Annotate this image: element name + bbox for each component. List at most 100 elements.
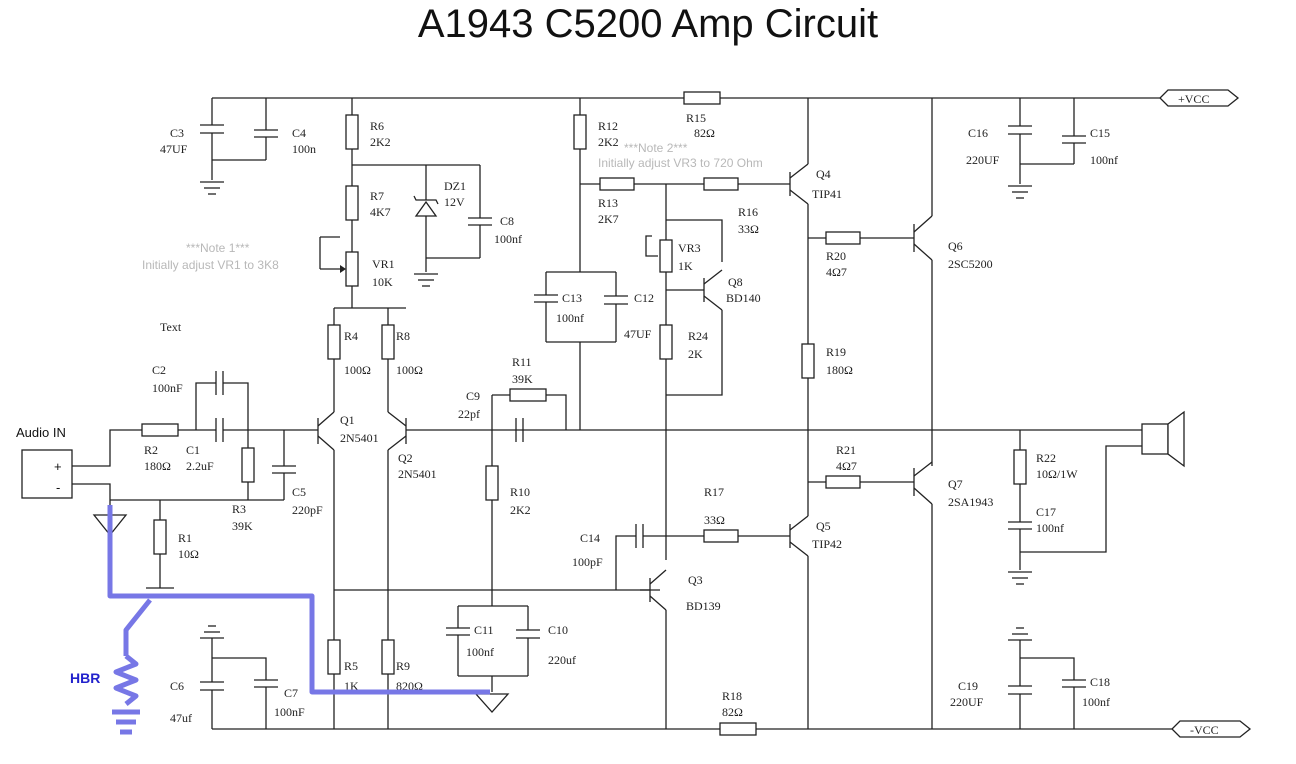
- hbr-label: HBR: [70, 670, 100, 686]
- r19-val: 180Ω: [826, 363, 853, 377]
- c4-ref: C4: [292, 126, 306, 140]
- c5-val: 220pF: [292, 503, 323, 517]
- q3-val: BD139: [686, 599, 721, 613]
- r8-resistor: [381, 324, 395, 360]
- c19-ref: C19: [958, 679, 978, 693]
- c18-val: 100nf: [1082, 695, 1110, 709]
- c12-ref: C12: [634, 291, 654, 305]
- q5-driver: Q5 TIP42: [789, 378, 842, 729]
- hbr-ground-overlay: HBR: [70, 505, 490, 735]
- r16-ref: R16: [738, 205, 758, 219]
- q1-ref: Q1: [340, 413, 355, 427]
- r20-ref: R20: [826, 249, 846, 263]
- c9-val: 22pf: [458, 407, 480, 421]
- c12-val: 47UF: [624, 327, 652, 341]
- c18-ref: C18: [1090, 675, 1110, 689]
- q3-stage: C14 100pF R17 33Ω Q3 BD139: [572, 485, 790, 729]
- note2-title: ***Note 2***: [624, 141, 688, 155]
- q5-val: TIP42: [812, 537, 842, 551]
- r20-resistor: [825, 231, 861, 245]
- diagram-title: A1943 C5200 Amp Circuit: [417, 2, 879, 46]
- q4-ref: Q4: [816, 167, 831, 181]
- r1-resistor: [153, 519, 167, 555]
- vr3-ref: VR3: [678, 241, 701, 255]
- input-minus: -: [56, 480, 60, 495]
- ground-icon: [1008, 185, 1032, 199]
- r13-ref: R13: [598, 196, 618, 210]
- r2-resistor: [141, 423, 179, 437]
- c3-c4-decoupling: C3 47UF C4 100n: [160, 98, 316, 195]
- c6-c7-decoupling: C6 47uf C7 100nF: [170, 625, 305, 729]
- r21-resistor: [825, 475, 861, 489]
- c6-val: 47uf: [170, 711, 192, 725]
- input-filter: C2 100nF R2 180Ω C1 2.2uF R3 39K C5 220p…: [141, 363, 323, 589]
- c11-ref: C11: [474, 623, 494, 637]
- r17-resistor: [703, 529, 739, 543]
- r17-val: 33Ω: [704, 513, 725, 527]
- r7-resistor: [345, 185, 359, 221]
- r5-resistor: [327, 639, 341, 675]
- c15-val: 100nf: [1090, 153, 1118, 167]
- c7-val: 100nF: [274, 705, 305, 719]
- q2-ref: Q2: [398, 451, 413, 465]
- r24-ref: R24: [688, 329, 708, 343]
- c6-ref: C6: [170, 679, 184, 693]
- q6-output: Q6 2SC5200: [913, 98, 993, 466]
- r8-ref: R8: [396, 329, 410, 343]
- r24-resistor: [659, 324, 673, 360]
- r18-val: 82Ω: [722, 705, 743, 719]
- q7-output: Q7 2SA1943: [913, 461, 993, 729]
- r10-val: 2K2: [510, 503, 531, 517]
- r12-ref: R12: [598, 119, 618, 133]
- r15-resistor: [683, 91, 721, 105]
- note1-body: Initially adjust VR1 to 3K8: [142, 258, 279, 272]
- bias-chain: R6 2K2 R7 4K7 VR1 10K: [319, 98, 426, 309]
- q3-ref: Q3: [688, 573, 703, 587]
- c7-ref: C7: [284, 686, 298, 700]
- c17-ref: C17: [1036, 505, 1056, 519]
- r18-ref: R18: [722, 689, 742, 703]
- r6-ref: R6: [370, 119, 384, 133]
- r3-val: 39K: [232, 519, 253, 533]
- r12-resistor: [573, 114, 587, 150]
- r6-val: 2K2: [370, 135, 391, 149]
- r11-ref: R11: [512, 355, 532, 369]
- negative-rail-label: -VCC: [1190, 723, 1219, 737]
- negative-rail: -VCC: [212, 720, 1252, 738]
- r5-ref: R5: [344, 659, 358, 673]
- ground-icon: [200, 625, 224, 639]
- q2-val: 2N5401: [398, 467, 437, 481]
- zener-diode-icon: [414, 200, 438, 217]
- r15-ref: R15: [686, 111, 706, 125]
- r1-val: 10Ω: [178, 547, 199, 561]
- r22-resistor: [1013, 449, 1027, 485]
- c13-val: 100nf: [556, 311, 584, 325]
- r11-resistor: [509, 388, 547, 402]
- q2-transistor: Q2 2N5401: [387, 411, 580, 729]
- r20-val: 4Ω7: [826, 265, 847, 279]
- ground-icon: [1008, 627, 1032, 641]
- input-plus: +: [54, 459, 62, 474]
- feedback-network: C9 22pf R11 39K R10 2K2 C11 100nf C10 22…: [446, 355, 576, 713]
- speaker-icon: [1141, 410, 1185, 468]
- c5-ref: C5: [292, 485, 306, 499]
- r3-ref: R3: [232, 502, 246, 516]
- dz1-ref: DZ1: [444, 179, 466, 193]
- q6-val: 2SC5200: [948, 257, 993, 271]
- ground-icon: [1008, 571, 1032, 585]
- c15-ref: C15: [1090, 126, 1110, 140]
- c11-val: 100nf: [466, 645, 494, 659]
- c16-ref: C16: [968, 126, 988, 140]
- r16-val: 33Ω: [738, 222, 759, 236]
- r21-ref: R21: [836, 443, 856, 457]
- vr3-val: 1K: [678, 259, 693, 273]
- bias-spreader: VR3 1K Q8 BD140 R24 2K R16 33Ω: [645, 184, 761, 560]
- r19-resistor: [801, 343, 815, 379]
- r4-val: 100Ω: [344, 363, 371, 377]
- q5-ref: Q5: [816, 519, 831, 533]
- input-label: Audio IN: [16, 425, 66, 440]
- c10-val: 220uf: [548, 653, 576, 667]
- r4-ref: R4: [344, 329, 358, 343]
- c3-ref: C3: [170, 126, 184, 140]
